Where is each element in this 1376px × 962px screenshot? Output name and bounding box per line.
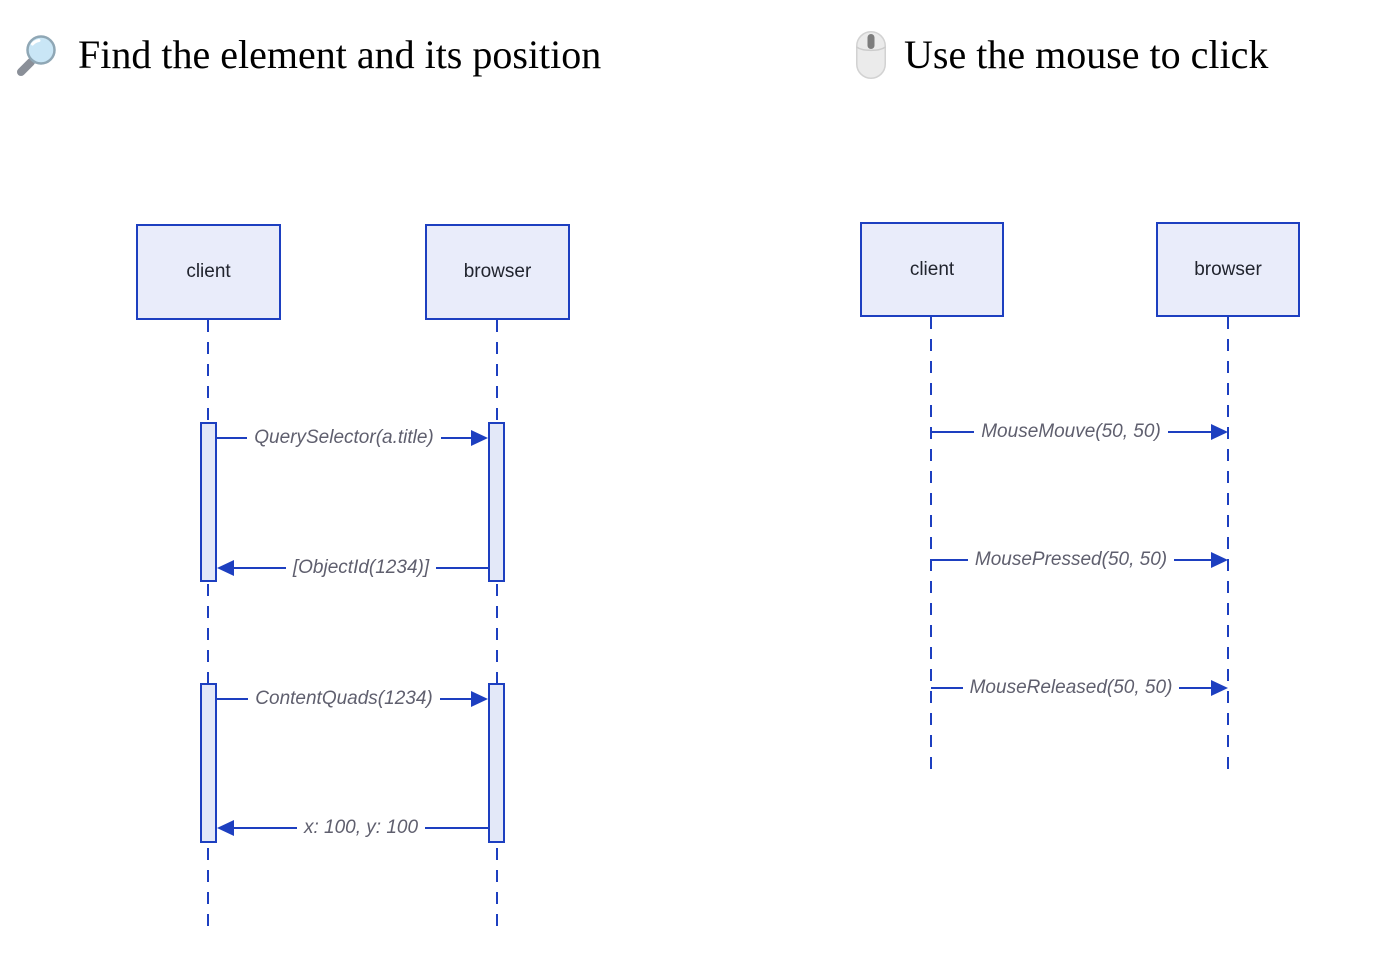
arrowhead-right-icon xyxy=(1211,424,1229,440)
lifeline-browser xyxy=(496,320,498,930)
message-line xyxy=(425,827,489,829)
lifeline-browser xyxy=(1227,317,1229,777)
message-line xyxy=(217,437,248,439)
message-mousepressed: MousePressed(50, 50) xyxy=(931,544,1228,576)
activation-bar-browser xyxy=(488,422,505,582)
right-diagram-title: Use the mouse to click xyxy=(904,32,1269,77)
message-label: [ObjectId(1234)] xyxy=(292,557,430,578)
arrowhead-left-icon xyxy=(217,820,234,836)
message-queryselector: QuerySelector(a.title) xyxy=(217,422,489,454)
message-line xyxy=(234,567,286,569)
lifeline-client xyxy=(207,320,209,930)
actor-label: browser xyxy=(463,261,532,282)
message-line xyxy=(931,687,963,689)
actor-box-client: client xyxy=(860,222,1004,317)
message-contentquads: ContentQuads(1234) xyxy=(217,683,489,715)
arrowhead-left-icon xyxy=(217,560,234,576)
arrowhead-right-icon xyxy=(471,691,489,707)
message-label: QuerySelector(a.title) xyxy=(254,427,434,448)
activation-bar-browser xyxy=(488,683,505,843)
message-line xyxy=(1174,559,1211,561)
message-label: x: 100, y: 100 xyxy=(303,817,419,838)
message-line xyxy=(931,559,968,561)
right-title-row: Use the mouse to click xyxy=(856,30,1268,80)
computer-mouse-icon xyxy=(856,31,886,79)
arrowhead-right-icon xyxy=(471,430,489,446)
message-line xyxy=(440,437,472,439)
arrowhead-right-icon xyxy=(1211,552,1228,568)
message-label: MouseMouve(50, 50) xyxy=(981,421,1161,442)
activation-bar-client xyxy=(200,683,217,843)
message-label: MouseReleased(50, 50) xyxy=(969,677,1173,698)
magnifying-glass-icon xyxy=(14,31,60,79)
message-label: ContentQuads(1234) xyxy=(255,688,433,709)
left-title-row: Find the element and its position xyxy=(14,30,601,80)
message-mousereleased: MouseReleased(50, 50) xyxy=(931,672,1229,704)
actor-box-client: client xyxy=(136,224,281,320)
left-diagram-title: Find the element and its position xyxy=(78,32,602,77)
message-line xyxy=(1167,431,1212,433)
arrowhead-right-icon xyxy=(1211,680,1229,696)
message-line xyxy=(1179,687,1212,689)
actor-label: browser xyxy=(1194,258,1262,280)
message-line xyxy=(439,698,472,700)
message-line xyxy=(436,567,488,569)
lifeline-client xyxy=(930,317,932,777)
actor-label: client xyxy=(909,258,955,280)
message-xy-result: x: 100, y: 100 xyxy=(217,812,489,844)
message-line xyxy=(234,827,297,829)
actor-box-browser: browser xyxy=(1156,222,1300,317)
message-mousemouve: MouseMouve(50, 50) xyxy=(931,416,1229,448)
message-line xyxy=(931,431,975,433)
message-objectid: [ObjectId(1234)] xyxy=(217,552,488,584)
message-line xyxy=(217,698,249,700)
message-label: MousePressed(50, 50) xyxy=(974,549,1168,570)
actor-label: client xyxy=(186,261,231,282)
activation-bar-client xyxy=(200,422,217,582)
actor-box-browser: browser xyxy=(425,224,570,320)
